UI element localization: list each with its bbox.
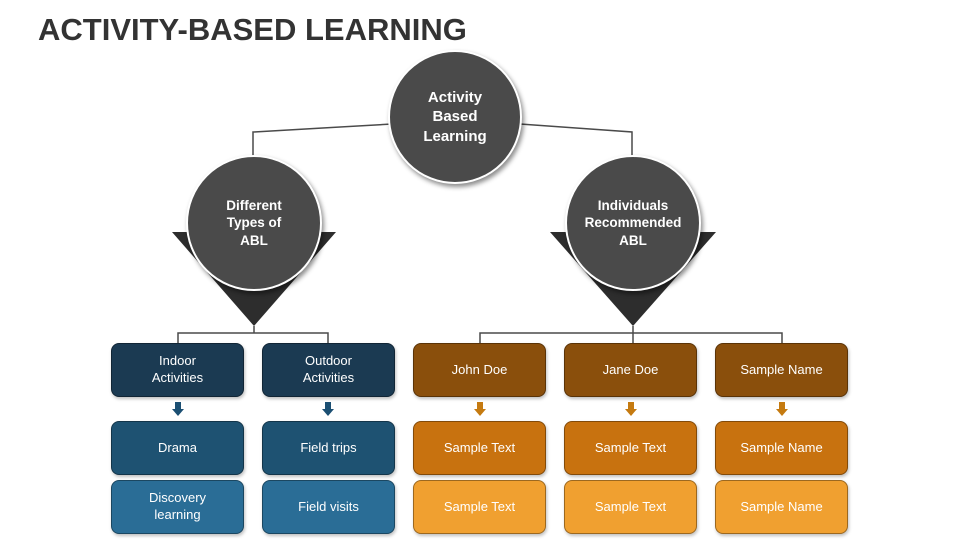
page-title: ACTIVITY-BASED LEARNING <box>38 12 467 47</box>
header-label: Indoor Activities <box>151 353 204 385</box>
branch-label-individuals: Individuals Recommended ABL <box>584 197 682 248</box>
header-label: Jane Doe <box>602 361 659 377</box>
connector-left-tree <box>177 332 329 343</box>
header-label: Sample Name <box>740 361 823 377</box>
item-label: Sample Name <box>740 439 823 455</box>
header-label: John Doe <box>451 361 508 377</box>
arrow-down-icon <box>172 402 184 416</box>
header-label: Outdoor Activities <box>302 353 355 385</box>
item-label: Sample Name <box>740 498 823 514</box>
connector-root-left <box>252 123 393 157</box>
root-label: Activity Based Learning <box>423 88 487 145</box>
arrow-down-icon <box>474 402 486 416</box>
header-box-indoor: Indoor Activities <box>111 343 244 397</box>
item-label: Sample Text <box>443 439 516 455</box>
branch-circle-types: Different Types of ABL <box>186 155 322 291</box>
item-box-sample-text: Sample Text <box>564 480 697 534</box>
item-box-field-trips: Field trips <box>262 421 395 475</box>
header-box-john-doe: John Doe <box>413 343 546 397</box>
root-circle: Activity Based Learning <box>388 50 522 184</box>
connector-root-right <box>519 123 633 157</box>
item-box-discovery: Discovery learning <box>111 480 244 534</box>
item-box-sample-text: Sample Text <box>413 421 546 475</box>
item-label: Sample Text <box>443 498 516 514</box>
item-box-sample-text: Sample Text <box>564 421 697 475</box>
item-label: Sample Text <box>594 439 667 455</box>
item-box-sample-text: Sample Text <box>413 480 546 534</box>
item-box-sample-name: Sample Name <box>715 480 848 534</box>
branch-circle-individuals: Individuals Recommended ABL <box>565 155 701 291</box>
item-label: Field visits <box>298 498 359 514</box>
item-box-sample-name: Sample Name <box>715 421 848 475</box>
item-label: Discovery learning <box>148 490 207 522</box>
item-label: Field trips <box>300 439 357 455</box>
item-box-drama: Drama <box>111 421 244 475</box>
item-label: Sample Text <box>594 498 667 514</box>
arrow-down-icon <box>776 402 788 416</box>
arrow-down-icon <box>322 402 334 416</box>
header-box-outdoor: Outdoor Activities <box>262 343 395 397</box>
arrow-down-icon <box>625 402 637 416</box>
item-box-field-visits: Field visits <box>262 480 395 534</box>
connector-right-tree <box>479 332 783 343</box>
header-box-jane-doe: Jane Doe <box>564 343 697 397</box>
branch-label-types: Different Types of ABL <box>226 197 282 248</box>
item-label: Drama <box>157 439 197 455</box>
header-box-sample-name: Sample Name <box>715 343 848 397</box>
